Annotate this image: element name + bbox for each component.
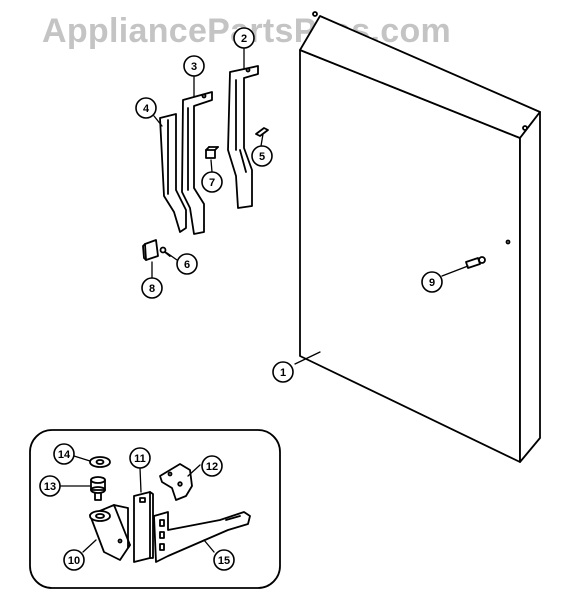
callout-8: 8 [141,277,163,299]
part-14-washer [89,456,111,468]
part-9-stud [465,256,486,269]
callout-3: 3 [183,55,205,77]
callout-4-label: 4 [143,103,150,115]
callout-15: 15 [213,549,235,571]
callout-14: 14 [53,443,75,465]
part-12-bracket [159,463,193,501]
part-2-bracket [227,65,259,209]
callout-group: 1 2 3 4 5 6 7 [39,27,443,571]
part-7-block [205,146,219,159]
callout-2-label: 2 [241,33,247,45]
part-15-arm [153,511,251,563]
callout-8-label: 8 [149,283,155,295]
callout-10: 10 [63,549,85,571]
callout-7-label: 7 [209,177,215,189]
door-panel [299,11,541,463]
part-10-hinge [89,504,131,561]
callout-14-label: 14 [58,449,71,461]
inset-leader-lines [59,455,215,553]
callout-10-label: 10 [68,555,80,567]
callout-5: 5 [251,145,273,167]
callout-9-label: 9 [429,277,435,289]
callout-6: 6 [176,253,198,275]
callout-6-label: 6 [184,259,190,271]
callout-12: 12 [201,455,223,477]
callout-12-label: 12 [206,461,218,473]
callout-9: 9 [421,271,443,293]
callout-15-label: 15 [218,555,230,567]
callout-1-label: 1 [280,367,286,379]
part-13-pin [90,476,106,501]
leader-lines [151,47,469,365]
callout-13: 13 [39,475,61,497]
part-3-bracket [181,91,213,235]
callout-1: 1 [272,361,294,383]
part-11-plate [133,491,154,563]
part-5-clip [255,127,269,137]
callout-11: 11 [129,447,151,469]
part-4-bracket [159,113,187,233]
callout-7: 7 [201,171,223,193]
part-8-cap [142,239,159,261]
callout-11-label: 11 [134,453,146,465]
callout-2: 2 [233,27,255,49]
callout-4: 4 [135,97,157,119]
callout-3-label: 3 [191,61,197,73]
callout-13-label: 13 [44,481,56,493]
callout-5-label: 5 [259,151,265,163]
